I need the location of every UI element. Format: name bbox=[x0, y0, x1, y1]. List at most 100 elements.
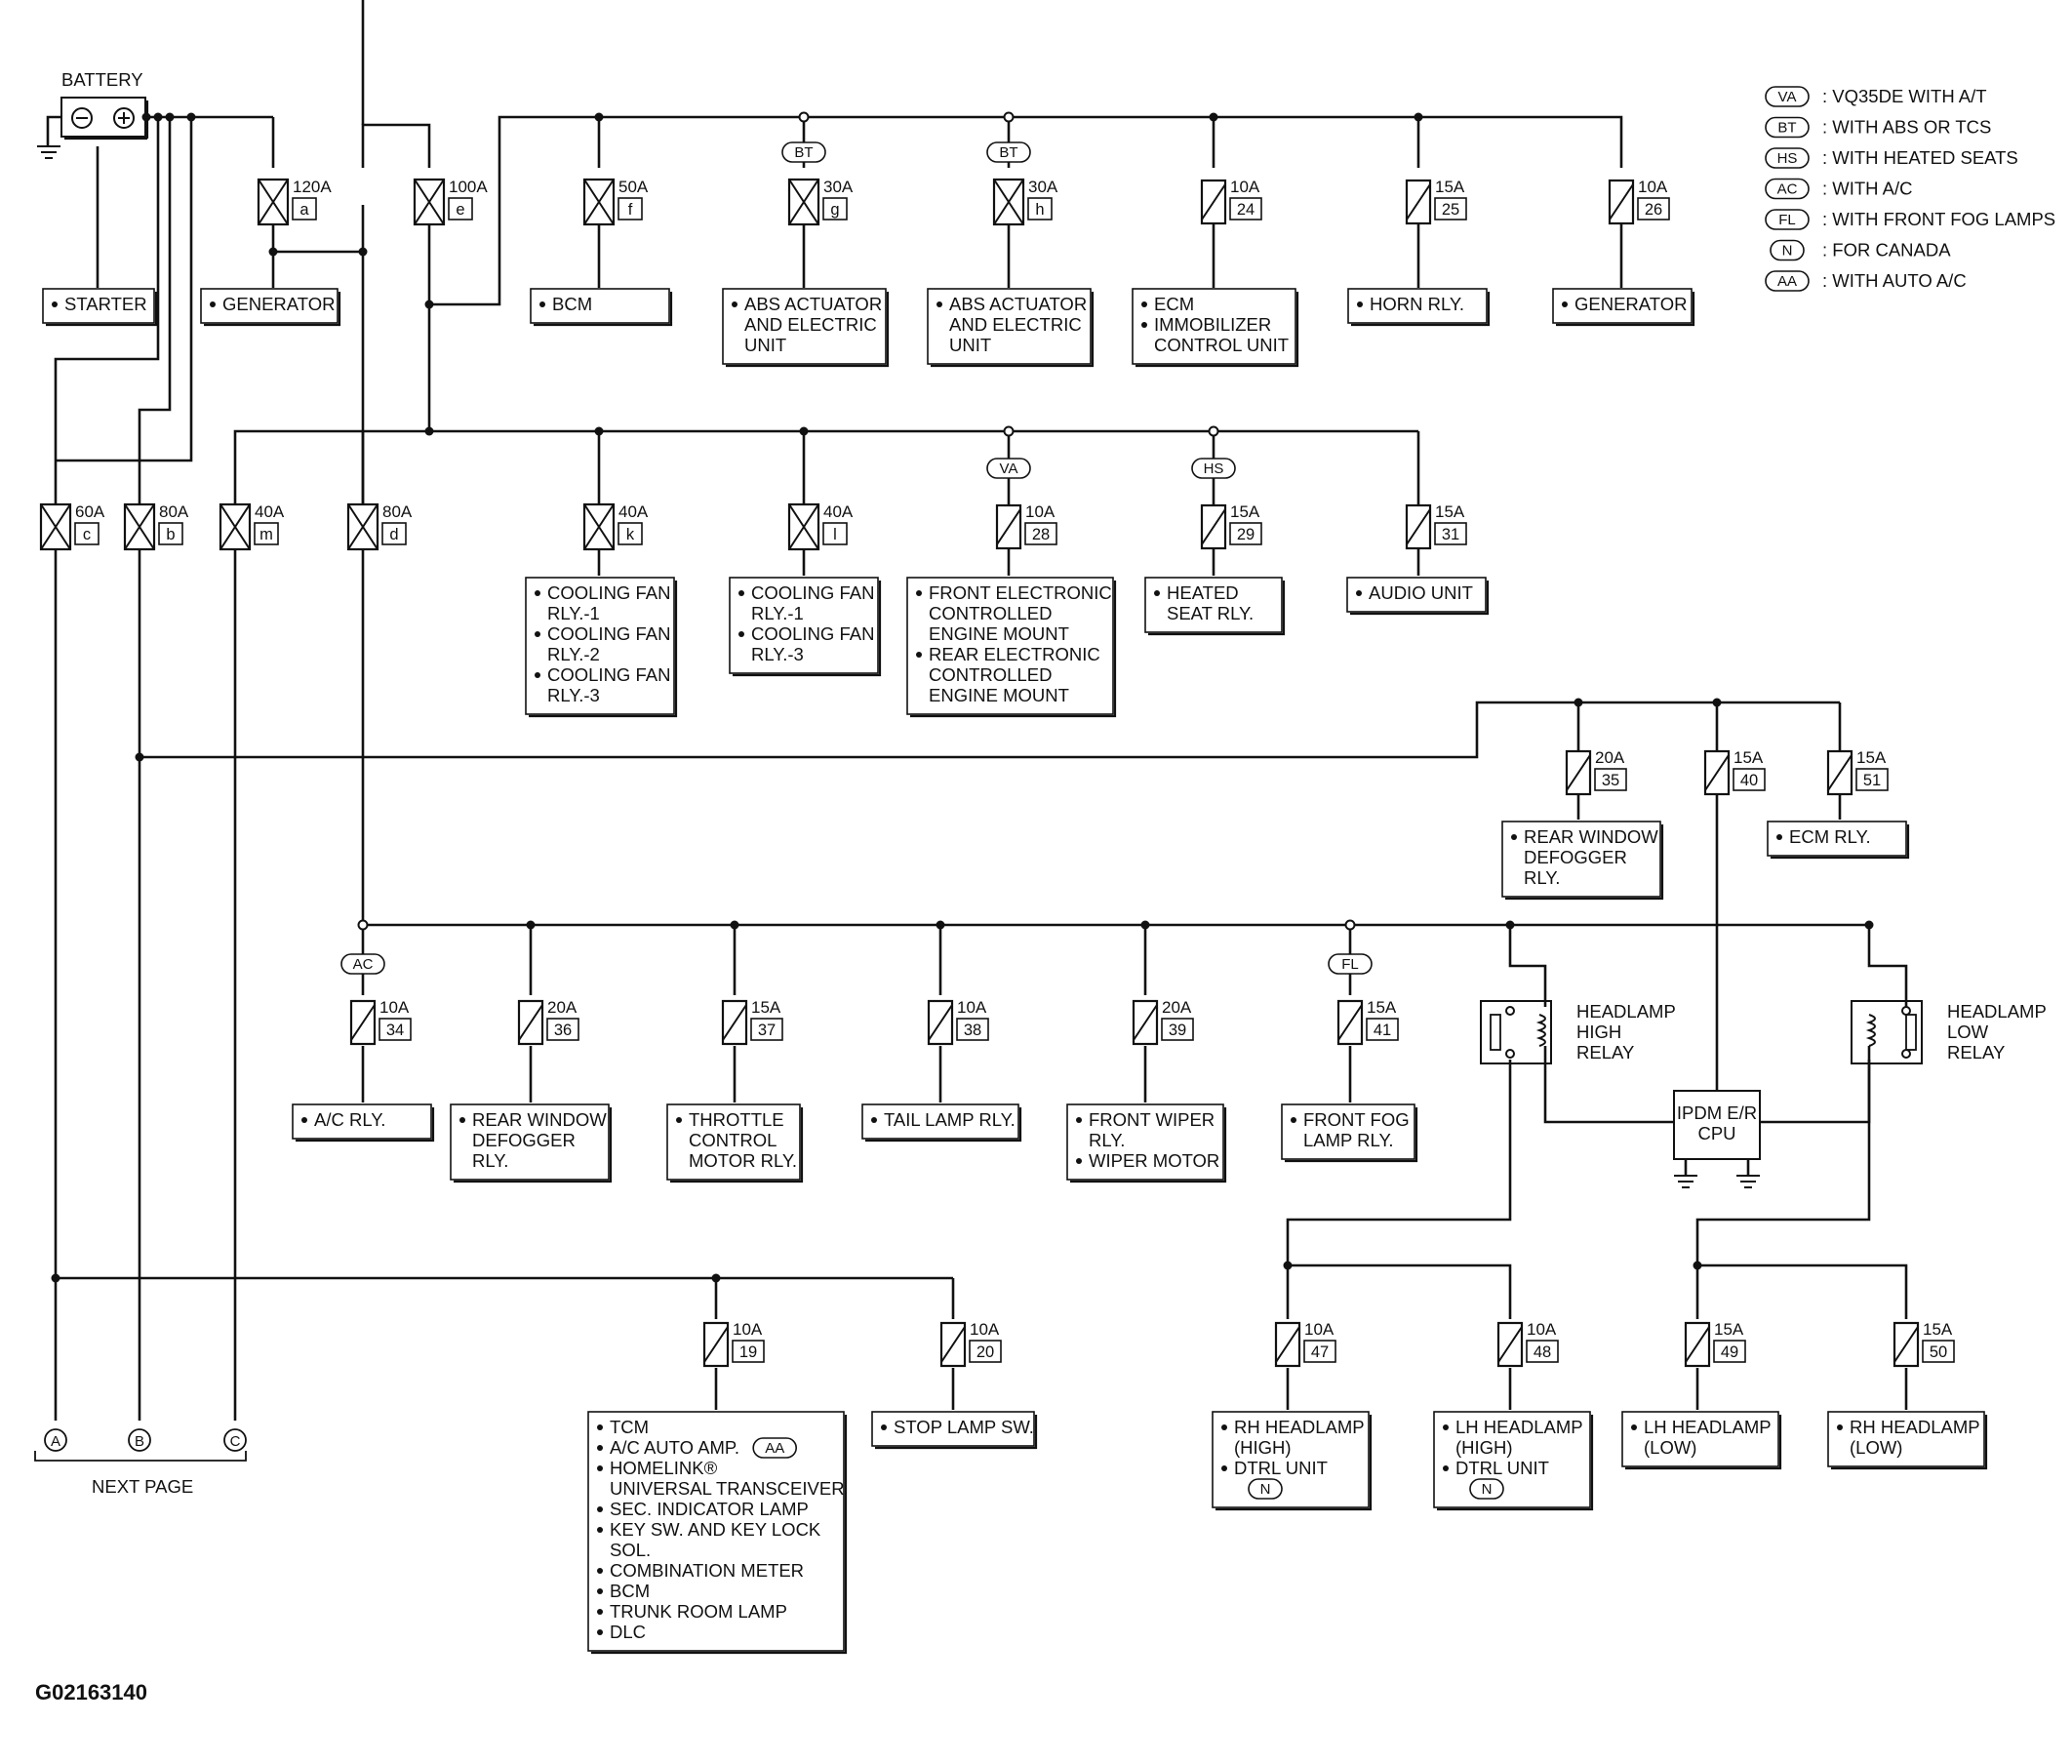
load-box-shadow bbox=[1215, 1415, 1373, 1511]
fuse-code: 34 bbox=[386, 1022, 404, 1039]
bullet-icon bbox=[210, 301, 216, 307]
condition-oval bbox=[781, 141, 826, 163]
fuse-link bbox=[518, 1004, 543, 1041]
load-34: A/C RLY. bbox=[292, 1103, 435, 1143]
load-label: CONTROLLED bbox=[929, 603, 1052, 623]
condition-oval bbox=[986, 458, 1031, 479]
fuse-code-box bbox=[546, 1018, 579, 1041]
bullet-icon bbox=[301, 1117, 307, 1123]
load-box-frame bbox=[1346, 577, 1487, 613]
load-label: COOLING FAN bbox=[751, 623, 874, 644]
fuse-code-box bbox=[379, 1018, 412, 1041]
inline-condition-tag: N bbox=[1469, 1478, 1504, 1500]
fuse-link bbox=[1827, 754, 1853, 791]
load-box-shadow bbox=[1625, 1415, 1782, 1470]
bullet-icon bbox=[459, 1117, 465, 1123]
legend-text-HS: : WITH HEATED SEATS bbox=[1822, 147, 2018, 168]
load-box-shadow bbox=[726, 292, 890, 368]
fuse-link bbox=[40, 503, 71, 550]
legend-tag-N: N bbox=[1770, 239, 1805, 261]
load-box-frame bbox=[1501, 821, 1661, 898]
legend-text-AA: : WITH AUTO A/C bbox=[1822, 270, 1967, 291]
load-box-shadow bbox=[204, 292, 341, 327]
load-48: LH HEADLAMP(HIGH)DTRL UNIT bbox=[1433, 1411, 1594, 1511]
load-label: ENGINE MOUNT bbox=[929, 623, 1069, 644]
load-label: UNIT bbox=[744, 335, 786, 355]
load-box-frame bbox=[1212, 1411, 1370, 1508]
bullet-icon bbox=[1141, 322, 1147, 328]
load-label: BCM bbox=[610, 1581, 650, 1601]
load-label: LH HEADLAMP bbox=[1455, 1417, 1583, 1437]
load-label: COOLING FAN bbox=[751, 582, 874, 603]
condition-oval bbox=[1248, 1478, 1283, 1500]
load-label: RLY. bbox=[472, 1150, 508, 1171]
load-label: DTRL UNIT bbox=[1455, 1458, 1549, 1478]
fuse-code: 36 bbox=[554, 1022, 572, 1039]
condition-oval bbox=[1328, 953, 1373, 975]
load-box-frame bbox=[722, 288, 887, 365]
fuse-code-box bbox=[1434, 522, 1467, 545]
fuse-code: 40 bbox=[1740, 772, 1758, 789]
bullet-icon bbox=[597, 1506, 603, 1512]
connector-label: C bbox=[230, 1433, 241, 1450]
load-label: (LOW) bbox=[1644, 1437, 1696, 1458]
fuse-code: 20 bbox=[976, 1343, 994, 1361]
bullet-icon bbox=[871, 1117, 877, 1123]
bullet-icon bbox=[535, 672, 540, 678]
load-box-shadow bbox=[1285, 1107, 1418, 1163]
fuse-rating: 40A bbox=[255, 502, 285, 521]
load-box-shadow bbox=[591, 1415, 848, 1655]
load-50: RH HEADLAMP(LOW) bbox=[1827, 1411, 1988, 1470]
load-box-shadow bbox=[454, 1107, 613, 1183]
bullet-icon bbox=[1221, 1465, 1227, 1471]
fuse-code-box bbox=[1366, 1018, 1399, 1041]
bullet-icon bbox=[1562, 301, 1568, 307]
figure-id: G02163140 bbox=[35, 1680, 147, 1704]
load-label: RH HEADLAMP bbox=[1234, 1417, 1365, 1437]
fuse-code: 29 bbox=[1237, 526, 1255, 543]
bullet-icon bbox=[936, 301, 942, 307]
load-label: DEFOGGER bbox=[1524, 847, 1627, 867]
fuse-code: 38 bbox=[964, 1022, 981, 1039]
fuse-link bbox=[583, 503, 615, 550]
load-label: SOL. bbox=[610, 1540, 651, 1560]
fuse-code: 48 bbox=[1534, 1343, 1551, 1361]
fuse-code: 35 bbox=[1602, 772, 1619, 789]
fuse-rating: 15A bbox=[1733, 748, 1764, 767]
load-box-shadow bbox=[46, 292, 158, 327]
fuse-body bbox=[1336, 999, 1364, 1046]
fuse-link bbox=[1609, 183, 1634, 220]
load-label: WIPER MOTOR bbox=[1089, 1150, 1219, 1171]
legend-tag-BT: BT bbox=[1765, 116, 1810, 139]
load-box-frame bbox=[42, 288, 155, 324]
load-25: HORN RLY. bbox=[1347, 288, 1491, 327]
condition-code: AA bbox=[765, 1440, 784, 1457]
legend-text-FL: : WITH FRONT FOG LAMPS bbox=[1822, 209, 2055, 229]
legend-text-N: : FOR CANADA bbox=[1822, 240, 1951, 261]
headlamp-low-relay-symbol bbox=[1851, 1000, 1923, 1064]
bullet-icon bbox=[738, 631, 744, 637]
load-label: UNIVERSAL TRANSCEIVER bbox=[610, 1478, 845, 1499]
bullet-icon bbox=[597, 1568, 603, 1574]
fuse-link bbox=[928, 1004, 953, 1041]
fuse-rating: 40A bbox=[823, 502, 854, 521]
ground-icon bbox=[37, 145, 60, 159]
ground-icon bbox=[1674, 1175, 1697, 1188]
load-26: GENERATOR bbox=[1552, 288, 1695, 327]
fuse-rating: 80A bbox=[159, 502, 189, 521]
load-box-frame bbox=[906, 577, 1114, 715]
